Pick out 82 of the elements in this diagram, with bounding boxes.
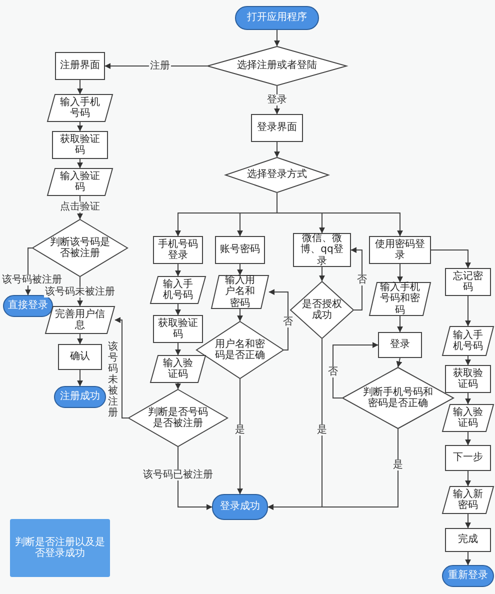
input-parallelogram: 输入验证码 [47,168,113,196]
input-parallelogram: 输入用户名和密码 [211,275,269,309]
edge-label: 否 [327,366,339,378]
input-parallelogram: 输入手机号码 [150,276,206,304]
edge-label: 是 [234,424,246,436]
arrow [175,342,181,356]
arrow [268,289,288,350]
arrow [396,358,402,368]
edge-label: 登录 [266,94,288,106]
arrow [276,192,403,236]
arrow [175,264,181,276]
arrow [465,356,471,366]
process-box: 获取验证码 [52,131,108,159]
input-parallelogram: 输入验证码 [442,404,494,432]
arrow [465,552,471,566]
edge-label: 否 [282,316,294,328]
arrow [350,247,362,310]
arrow [77,122,83,132]
arrow [104,63,208,69]
arrow [77,80,83,94]
arrow [237,308,243,322]
arrow [268,428,398,510]
decision-diamond: 选择注册或者登陆 [207,46,347,86]
process-box: 使用密码登录 [369,236,431,264]
terminal-node: 注册成功 [54,386,106,408]
terminal-node: 直接登录 [3,295,53,317]
process-box: 账号密码 [215,236,265,264]
decision-diamond: 判断是否号码是否被注册 [128,389,228,447]
process-box: 微信、微博、qq登录 [293,233,351,267]
arrow [274,142,280,158]
edge-label: 该号码未被注册 [44,286,116,298]
arrow [465,470,471,486]
process-box: 手机号码登录 [153,236,203,264]
arrow [77,334,83,344]
arrow [178,446,212,510]
decision-diamond: 用户名和密码是否正确 [196,321,284,379]
arrow [274,30,280,46]
arrow [332,342,378,398]
terminal-node: 登录成功 [212,494,268,520]
input-parallelogram: 输入手机号码和密码 [369,282,431,316]
process-box: 登录 [378,332,422,358]
process-box: 忘记密码 [445,268,491,296]
arrow [319,266,325,282]
arrow [175,304,181,316]
arrow [397,316,403,332]
edge-label: 该号码未被注册 [107,342,119,418]
process-box: 获取验证码 [445,365,491,393]
arrow [465,432,471,446]
terminal-node: 打开应用程序 [235,6,319,30]
edge-label: 注册 [149,60,171,72]
input-parallelogram: 输入验证码 [150,355,206,383]
input-parallelogram: 输入手机号码 [442,326,494,356]
process-box: 获取验证码 [153,315,203,343]
process-box: 登录界面 [251,114,303,142]
arrow [465,514,471,528]
note-box: 判断是否注册以及是否登录成功 [10,519,110,577]
arrow [114,317,128,418]
input-parallelogram: 输入手机号码 [47,94,113,122]
process-box: 完成 [445,528,491,552]
edge-label: 该号码被注册 [1,274,63,286]
edge-label: 该号码已被注册 [142,470,214,480]
input-parallelogram: 输入新密码 [442,486,494,514]
arrow [397,264,403,282]
arrow [237,264,243,276]
decision-diamond: 选择登录方式 [225,157,329,193]
process-box: 确认 [58,344,102,370]
terminal-node: 重新登录 [442,565,494,587]
process-box: 注册界面 [55,52,105,80]
arrow [175,382,181,390]
arrow [274,86,280,114]
edge-label: 否 [356,274,368,286]
arrow [77,158,83,168]
edge-label: 是 [392,460,404,470]
arrow [465,296,471,326]
input-parallelogram: 完善用户信息 [45,306,115,334]
edge-label: 是 [316,424,328,436]
arrow [430,250,471,268]
arrow [77,370,83,386]
process-box: 下一步 [445,445,491,471]
arrow [465,392,471,404]
arrow [237,378,243,494]
edge-label: 点击验证 [59,202,101,212]
